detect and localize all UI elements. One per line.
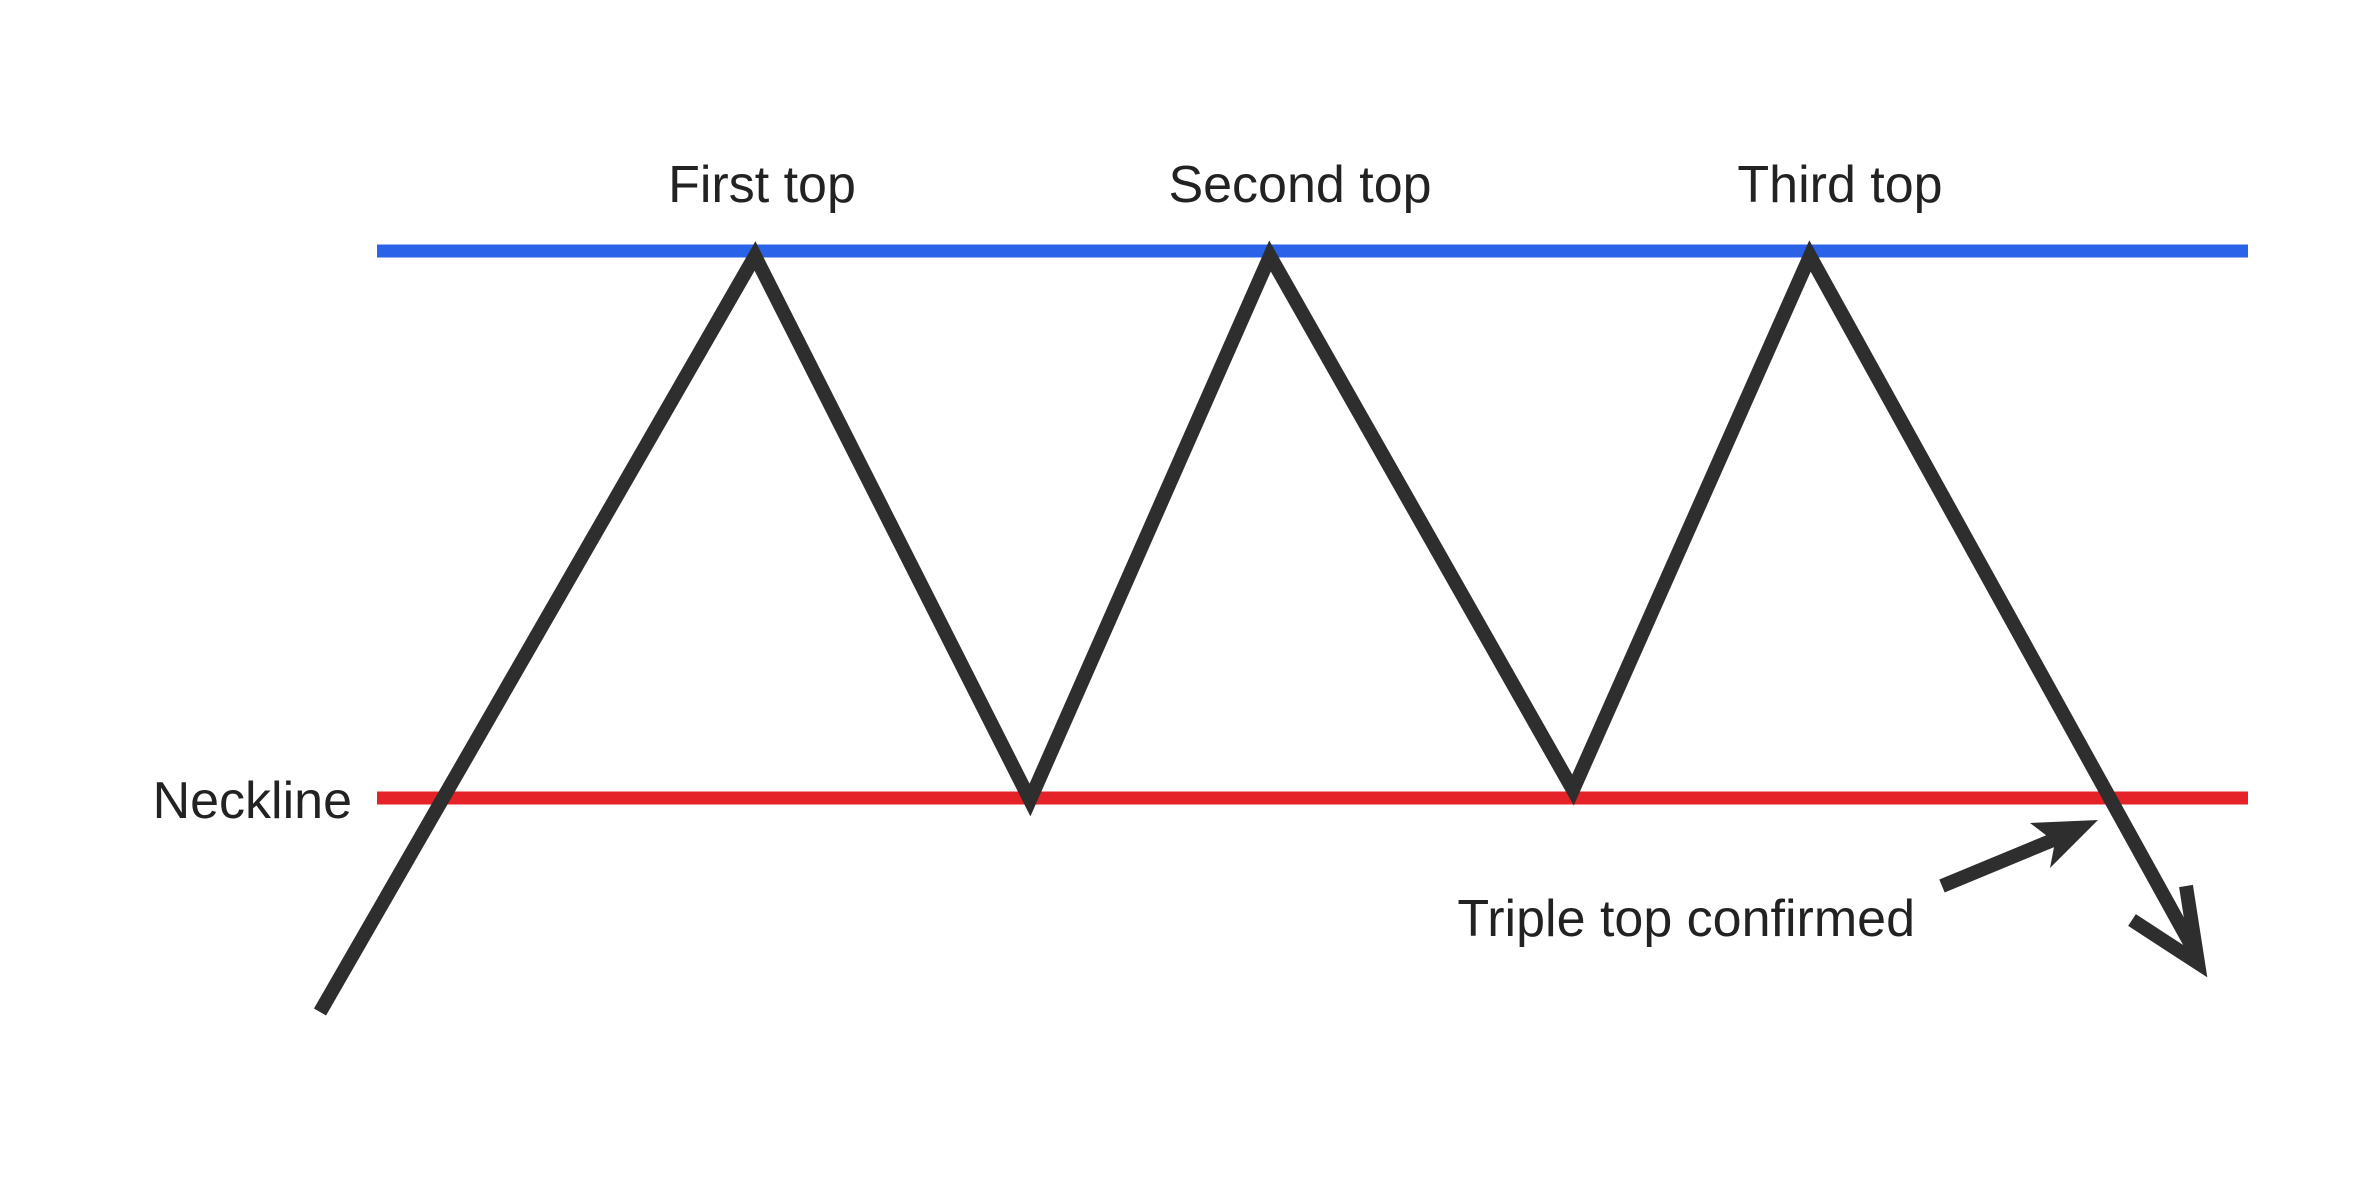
first-top-label: First top — [668, 156, 856, 214]
price-line — [313, 240, 2202, 1016]
confirmation-arrow-shaft — [1939, 826, 2073, 893]
third-top-label: Third top — [1737, 156, 1942, 214]
neckline-label: Neckline — [153, 772, 352, 830]
confirmation-arrow-head-icon — [2030, 820, 2098, 868]
triple-top-confirmed-label: Triple top confirmed — [1457, 890, 1915, 948]
breakdown-arrow-head-icon — [2128, 884, 2208, 978]
second-top-label: Second top — [1168, 156, 1431, 214]
